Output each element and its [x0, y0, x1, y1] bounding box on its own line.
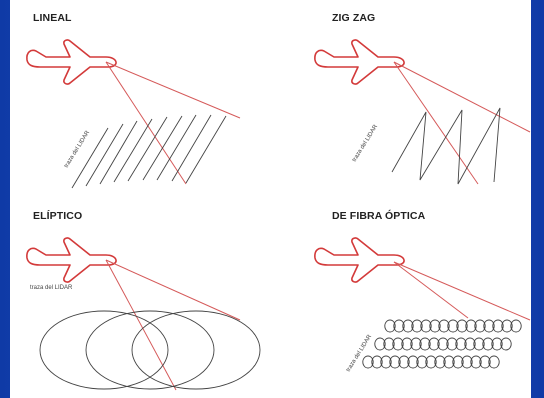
eliptico-panel: traza del LIDAR — [26, 237, 261, 391]
track-label: traza del LIDAR — [346, 333, 374, 373]
zigzag-title: ZIG ZAG — [332, 12, 376, 24]
fiber-ring — [380, 355, 392, 369]
fiber-ring — [437, 337, 449, 351]
laser-beam — [105, 259, 241, 321]
fiber-ring — [402, 319, 414, 333]
fiber-ring — [407, 355, 419, 369]
fiber-ring — [389, 355, 401, 369]
scan-lines — [71, 114, 227, 189]
fiber-ring — [482, 337, 494, 351]
fiber-ring — [500, 337, 512, 351]
laser-beam — [393, 61, 531, 133]
fiber-ring — [362, 355, 374, 369]
fiber-ring — [465, 319, 477, 333]
track-label: traza del LIDAR — [352, 123, 380, 163]
fiber-ring — [383, 337, 395, 351]
fiber-ring — [374, 337, 386, 351]
laser-beam — [393, 261, 469, 319]
fiber-ring — [446, 337, 458, 351]
fiber-ring — [425, 355, 437, 369]
fiber-ring — [488, 355, 500, 369]
fiber-ring — [401, 337, 413, 351]
fiber-ring — [438, 319, 450, 333]
airplane-icon — [26, 39, 117, 85]
fiber-ring — [371, 355, 383, 369]
laser-beam — [393, 261, 531, 321]
fiber-ring — [419, 337, 431, 351]
track-label: traza del LIDAR — [30, 285, 73, 291]
fiber-ring — [434, 355, 446, 369]
airplane-icon — [26, 237, 117, 283]
fiber-ring — [483, 319, 495, 333]
fiber-optic-scan — [362, 319, 522, 369]
fiber-ring — [470, 355, 482, 369]
fibra-optica-panel: traza del LIDAR — [314, 237, 531, 373]
fiber-ring — [443, 355, 455, 369]
fiber-ring — [452, 355, 464, 369]
fiber-ring — [501, 319, 513, 333]
eliptico-title: ELÍPTICO — [33, 210, 83, 222]
fiber-ring — [398, 355, 410, 369]
fiber-ring — [428, 337, 440, 351]
airplane-icon — [314, 39, 405, 85]
fiber-ring — [474, 319, 486, 333]
zigzag-scan — [391, 107, 501, 185]
fiber-ring — [455, 337, 467, 351]
fiber-ring — [447, 319, 459, 333]
airplane-icon — [314, 237, 405, 283]
laser-beam — [105, 259, 177, 391]
fiber-ring — [461, 355, 473, 369]
fiber-ring — [464, 337, 476, 351]
fiber-ring — [416, 355, 428, 369]
laser-beam — [105, 61, 241, 119]
laser-beam — [105, 61, 187, 185]
fiber-ring — [429, 319, 441, 333]
fiber-ring — [473, 337, 485, 351]
fiber-ring — [420, 319, 432, 333]
fiber-ring — [491, 337, 503, 351]
fiber-ring — [393, 319, 405, 333]
fibra-optica-title: DE FIBRA ÓPTICA — [332, 210, 426, 222]
fiber-ring — [410, 337, 422, 351]
lineal-panel: traza del LIDAR — [26, 39, 241, 189]
fiber-ring — [411, 319, 423, 333]
elliptical-scan — [39, 310, 261, 390]
laser-beam — [393, 61, 479, 185]
lineal-title: LINEAL — [33, 12, 72, 24]
zigzag-panel: traza del LIDAR — [314, 39, 531, 185]
fiber-ring — [492, 319, 504, 333]
fiber-ring — [392, 337, 404, 351]
fiber-ring — [479, 355, 491, 369]
fiber-ring — [384, 319, 396, 333]
fiber-ring — [456, 319, 468, 333]
fiber-ring — [510, 319, 522, 333]
